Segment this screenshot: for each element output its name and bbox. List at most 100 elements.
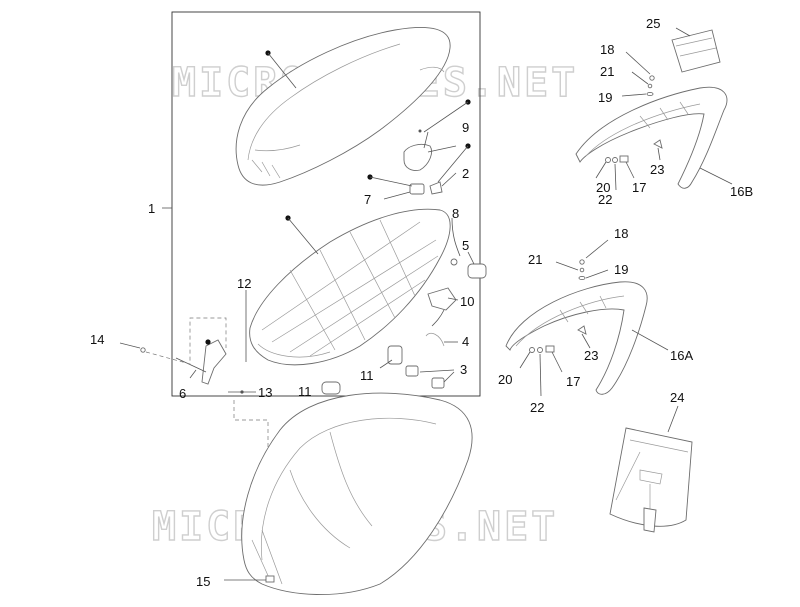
rear-rack-16b-part [575,86,728,189]
leader-3b [443,371,455,383]
label-8: 8 [452,206,459,221]
leader-18b [625,51,651,75]
leader-2 [441,172,457,187]
label-11a: 11 [360,368,374,383]
label-15: 15 [196,574,210,589]
label-7: 7 [364,192,371,207]
label-25: 25 [646,16,660,31]
part-5 [467,263,487,279]
leader-25 [675,27,691,37]
leader-8 [451,217,461,257]
label-18a: 18 [614,226,628,241]
leader-22b [614,163,617,191]
leader-21b [631,71,649,85]
screw-13 [240,390,244,394]
washer-19a [578,275,586,281]
part-2 [429,181,443,195]
seat-part [235,27,451,186]
leader-24 [667,405,679,433]
washer-20a [529,347,535,353]
washer-19b [646,91,654,97]
leader-7-dot [369,176,413,187]
leader-11a [379,359,393,369]
screw-14 [140,347,146,353]
washer-22b [612,157,618,163]
label-23a: 23 [584,348,598,363]
leader-16a [631,329,669,351]
washer-21b [647,83,653,89]
leader-19a [585,269,609,279]
leader-9-pin [423,131,429,149]
label-17b: 17 [632,180,646,195]
leader-2-dot [437,145,469,183]
leader-18a [585,239,609,259]
label-20a: 20 [498,372,512,387]
seat-base-part [249,208,451,366]
nut-23a [577,325,587,335]
bolt-17b [619,155,629,163]
label-16a: 16A [670,348,693,363]
bumper-3a [405,365,419,377]
label-1: 1 [148,201,155,216]
callout-dot-hinge [205,339,211,345]
assembly-box [171,11,481,397]
leader-21a [555,261,579,271]
label-10: 10 [460,294,474,309]
rear-rack-16a-part [505,281,648,395]
nut-23b [653,139,663,149]
leader-20b [595,161,607,179]
leader-23a [581,333,591,349]
rod-6 [175,357,207,373]
label-20b: 20 [596,180,610,195]
leader-10 [447,297,459,301]
label-2: 2 [462,166,469,181]
bolt-18a [579,259,585,265]
label-11b: 11 [298,384,312,399]
label-19a: 19 [614,262,628,277]
leader-seat [267,52,297,89]
part-7 [409,183,425,195]
bolt-17a [545,345,555,353]
leader-9-dot [423,101,469,133]
leader-6 [189,369,197,379]
label-6: 6 [179,386,186,401]
leader-23b [657,147,661,161]
leader-17a [551,351,563,373]
bolt-18b [649,75,655,81]
clip-15 [265,575,275,583]
leader-9 [427,145,457,153]
label-17a: 17 [566,374,580,389]
label-19b: 19 [598,90,612,105]
label-23b: 23 [650,162,664,177]
pin-9 [418,129,422,133]
part-8 [450,258,458,266]
leader-17b [625,161,635,179]
label-18b: 18 [600,42,614,57]
leader-19b [621,93,647,97]
top-case-pad-25 [671,29,721,73]
hinge-part [201,339,227,385]
part-10 [427,287,457,311]
label-5: 5 [462,238,469,253]
tool-kit-24-part [609,427,693,533]
helmet-compartment-part [241,392,473,595]
cable-10 [431,309,445,327]
leader-5 [467,251,475,265]
washer-21a [579,267,585,273]
leader-7 [383,191,411,200]
label-21b: 21 [600,64,614,79]
pad-25-lines [675,37,717,57]
label-16b: 16B [730,184,753,199]
leader-14 [119,342,141,349]
leader-3a [419,369,455,373]
label-22b: 22 [598,192,612,207]
bumper-11b [321,381,341,395]
bumper-11a [387,345,403,365]
bumper-3b [431,377,445,389]
label-13: 13 [258,385,272,400]
latch-part-9 [403,143,432,171]
leader-16b [699,167,733,185]
washer-22a [537,347,543,353]
